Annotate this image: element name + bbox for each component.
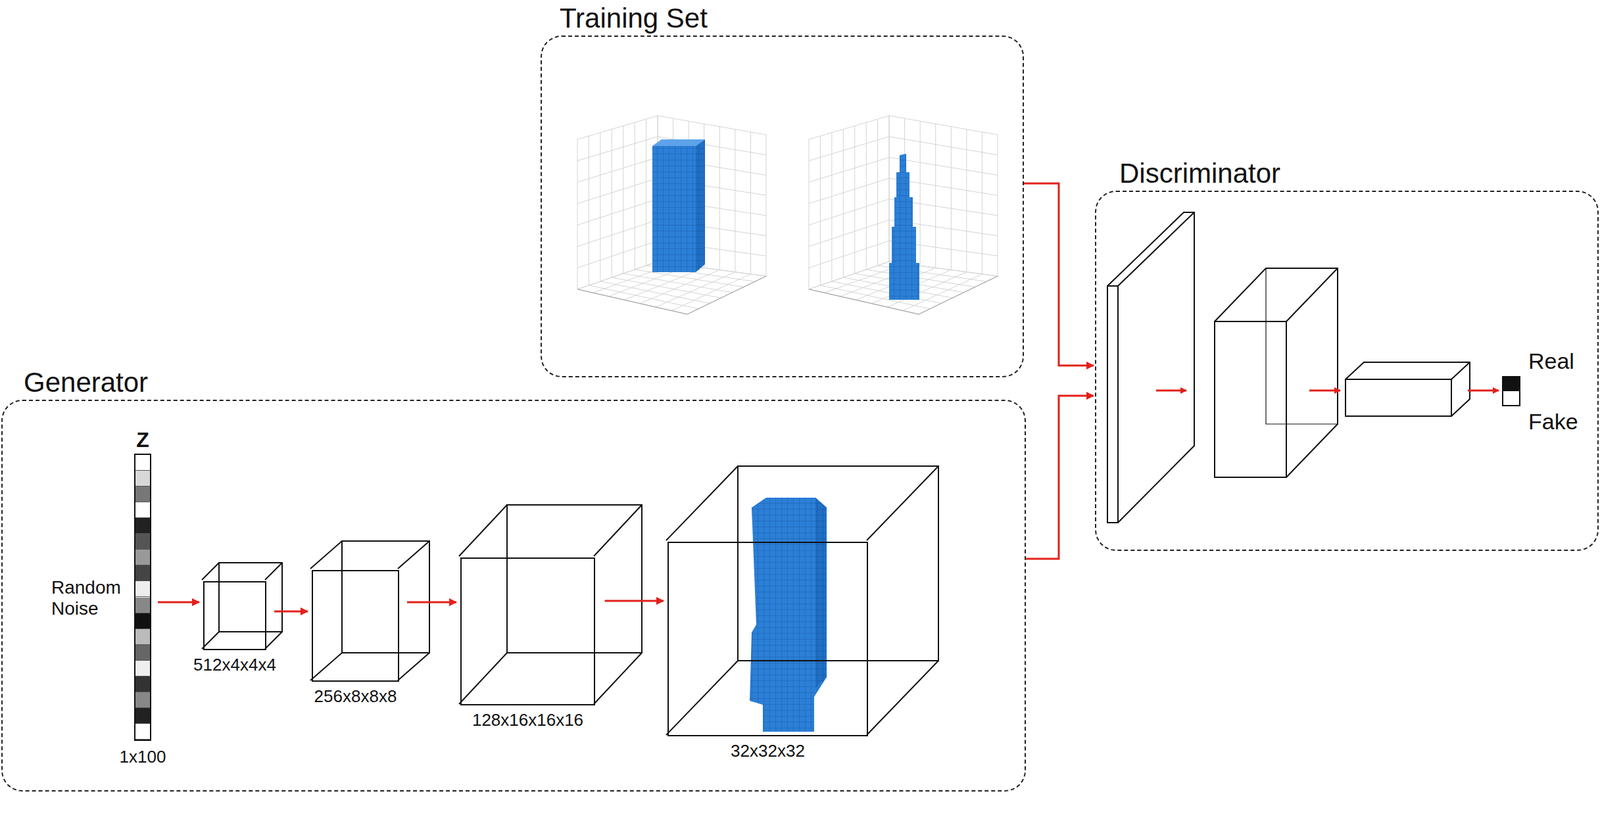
group-box: Training Set [540,35,1024,378]
dimension-label: 512x4x4x4 [193,655,277,676]
output-label: Fake [1528,409,1579,435]
layer-arrow [1156,389,1499,392]
vector-cell [135,455,150,471]
vector-cell [135,502,150,519]
vector-caption: Random Noise [51,577,129,620]
flow-arrow [274,610,308,613]
group-title: Training Set [559,2,708,35]
output-switch: RealFake [1502,376,1521,407]
vector-cell [135,613,150,630]
vector-cell [135,660,150,677]
noise-vector: ZRandom Noise1x100 [134,453,152,742]
flow-arrow [1025,395,1094,559]
vector-cell [135,724,150,740]
flow-arrow [157,601,200,604]
voxel-shape [652,139,920,732]
vector-cell [135,565,150,582]
flow-arrow [605,600,664,603]
group-title: Discriminator [1119,157,1281,190]
group-box: GeneratorZRandom Noise1x100512x4x4x4256x… [1,399,1026,792]
dimension-label: 1x100 [119,747,167,768]
vector-cell [135,518,150,534]
dimension-label: 256x8x8x8 [314,687,398,707]
dimension-label: 32x32x32 [730,741,805,762]
vector-cell [135,597,150,614]
vector-cell [135,581,150,598]
output-label: Real [1528,348,1575,375]
discriminator-layers [1107,212,1470,523]
tensor-cube: 128x16x16x16 [460,557,596,706]
vector-cell [135,676,150,693]
vector-cell [135,470,150,487]
group-box: DiscriminatorRealFake [1094,190,1599,552]
flow-arrow [1023,183,1094,366]
group-title: Generator [23,366,148,399]
vector-cell [135,486,150,503]
tensor-cube: 256x8x8x8 [311,570,400,682]
cube-outline [201,466,939,736]
tensor-cube: 32x32x32 [667,541,869,737]
flow-arrow [407,601,457,604]
vector-cell [135,629,150,646]
vector-cell [135,708,150,725]
vector-name: Z [136,428,150,453]
vector-cell [135,692,150,709]
tensor-cube: 512x4x4x4 [203,581,267,651]
dimension-label: 128x16x16x16 [472,710,584,731]
vector-cell [135,645,150,661]
vector-cell [135,533,150,550]
plot-grid [577,115,998,315]
vector-cell [135,549,150,566]
